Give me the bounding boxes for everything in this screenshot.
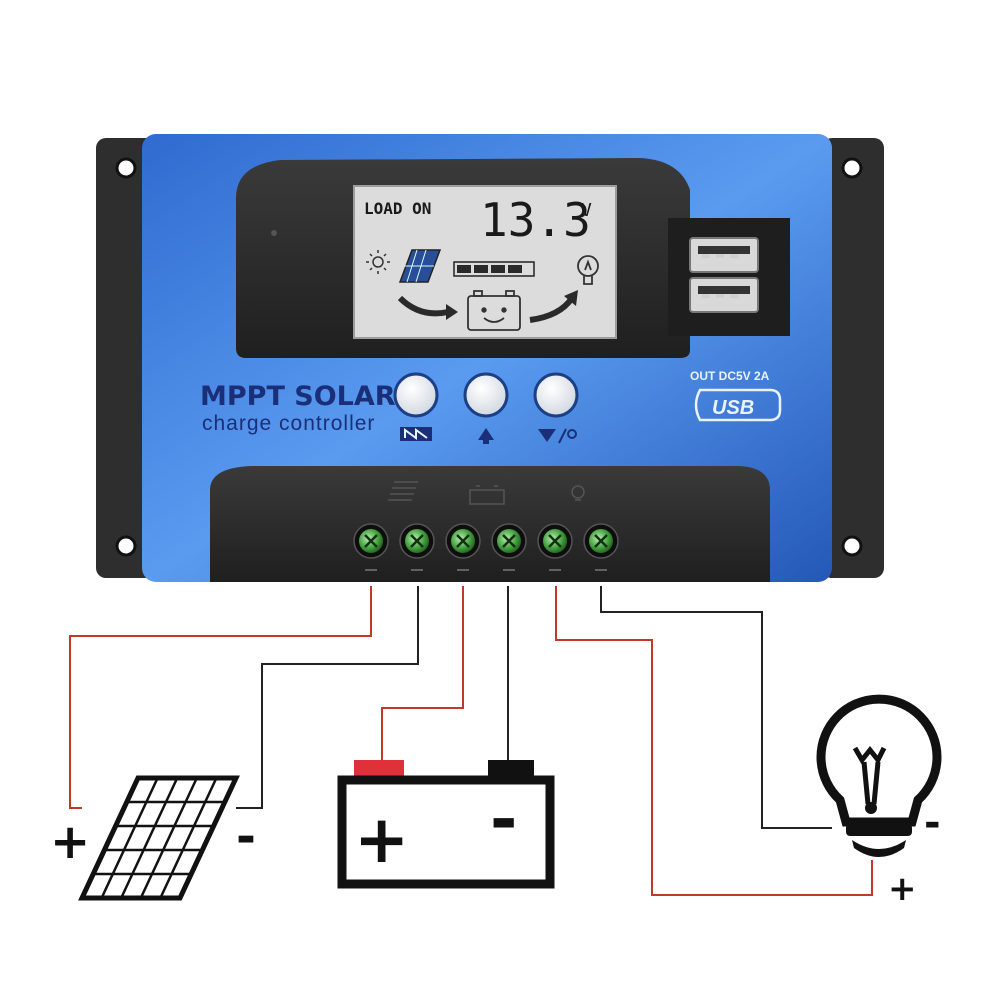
down-arrow-light-icon [538, 428, 577, 444]
panel-column-line [100, 777, 159, 899]
wire-battery-positive [381, 586, 464, 760]
battery-level-bars-icon [453, 261, 535, 277]
lcd-lightbulb-icon [577, 255, 599, 285]
lightbulb-icon [816, 694, 942, 857]
wire-solar-positive [69, 586, 372, 809]
wires [69, 586, 873, 896]
light-sensor [271, 230, 277, 236]
panel-column-line [159, 777, 218, 899]
load-negative-label: - [924, 800, 941, 846]
lcd-battery-face-icon [467, 290, 521, 331]
terminal-load-legend-icon [571, 485, 585, 501]
panel-column-line [120, 777, 179, 899]
brand-title: MPPT SOLAR [200, 381, 396, 412]
mount-hole-top-left [115, 157, 137, 179]
terminal-battery-negative[interactable] [491, 523, 527, 571]
up-button[interactable] [463, 372, 509, 418]
terminal-block [210, 466, 770, 582]
brand-subtitle: charge controller [202, 412, 375, 435]
mounting-flange-right [822, 138, 884, 578]
usb-port-bottom[interactable] [689, 277, 759, 313]
voltage-readout: 13.3 [480, 193, 591, 247]
terminal-load-negative[interactable] [583, 523, 619, 571]
load-positive-label: + [888, 869, 917, 909]
lcd-discharge-arrow-icon [529, 290, 578, 323]
down-light-button[interactable] [533, 372, 579, 418]
mount-hole-bottom-left [115, 535, 137, 557]
panel-column-line [139, 777, 198, 899]
usb-spec-label: OUT DC5V 2A [690, 369, 770, 383]
wire-load-negative [600, 586, 832, 829]
mount-hole-bottom-right [841, 535, 863, 557]
battery-positive-label: + [354, 801, 409, 878]
menu-button[interactable] [393, 372, 439, 418]
terminal-solar-positive[interactable] [353, 523, 389, 571]
lcd-solar-panel-icon [398, 249, 442, 283]
terminal-solar-legend-icon [388, 481, 418, 501]
wire-solar-negative [236, 586, 419, 809]
solar-panel-icon [78, 775, 240, 901]
terminal-screws [353, 523, 619, 571]
battery-icon [337, 760, 555, 889]
load-status-text: LOAD ON [364, 199, 431, 218]
lcd-charge-arrow-icon [397, 295, 458, 320]
wire-load-positive [555, 586, 873, 896]
terminal-solar-negative[interactable] [399, 523, 435, 571]
battery-negative-label: - [490, 781, 517, 858]
terminal-battery-legend-icon [469, 485, 505, 505]
mount-hole-top-right [841, 157, 863, 179]
terminal-load-positive[interactable] [537, 523, 573, 571]
sun-icon [366, 250, 390, 274]
solar-positive-label: + [50, 814, 90, 870]
usb-port-top[interactable] [689, 237, 759, 273]
charge-controller: LOAD ON 13.3 V [96, 134, 884, 582]
usb-logo: USB [694, 388, 782, 422]
menu-icon [400, 427, 432, 441]
voltage-unit: V [581, 200, 592, 221]
solar-negative-label: - [236, 809, 256, 865]
terminal-battery-positive[interactable] [445, 523, 481, 571]
up-arrow-icon [478, 428, 494, 444]
usb-logo-text: USB [712, 397, 754, 419]
